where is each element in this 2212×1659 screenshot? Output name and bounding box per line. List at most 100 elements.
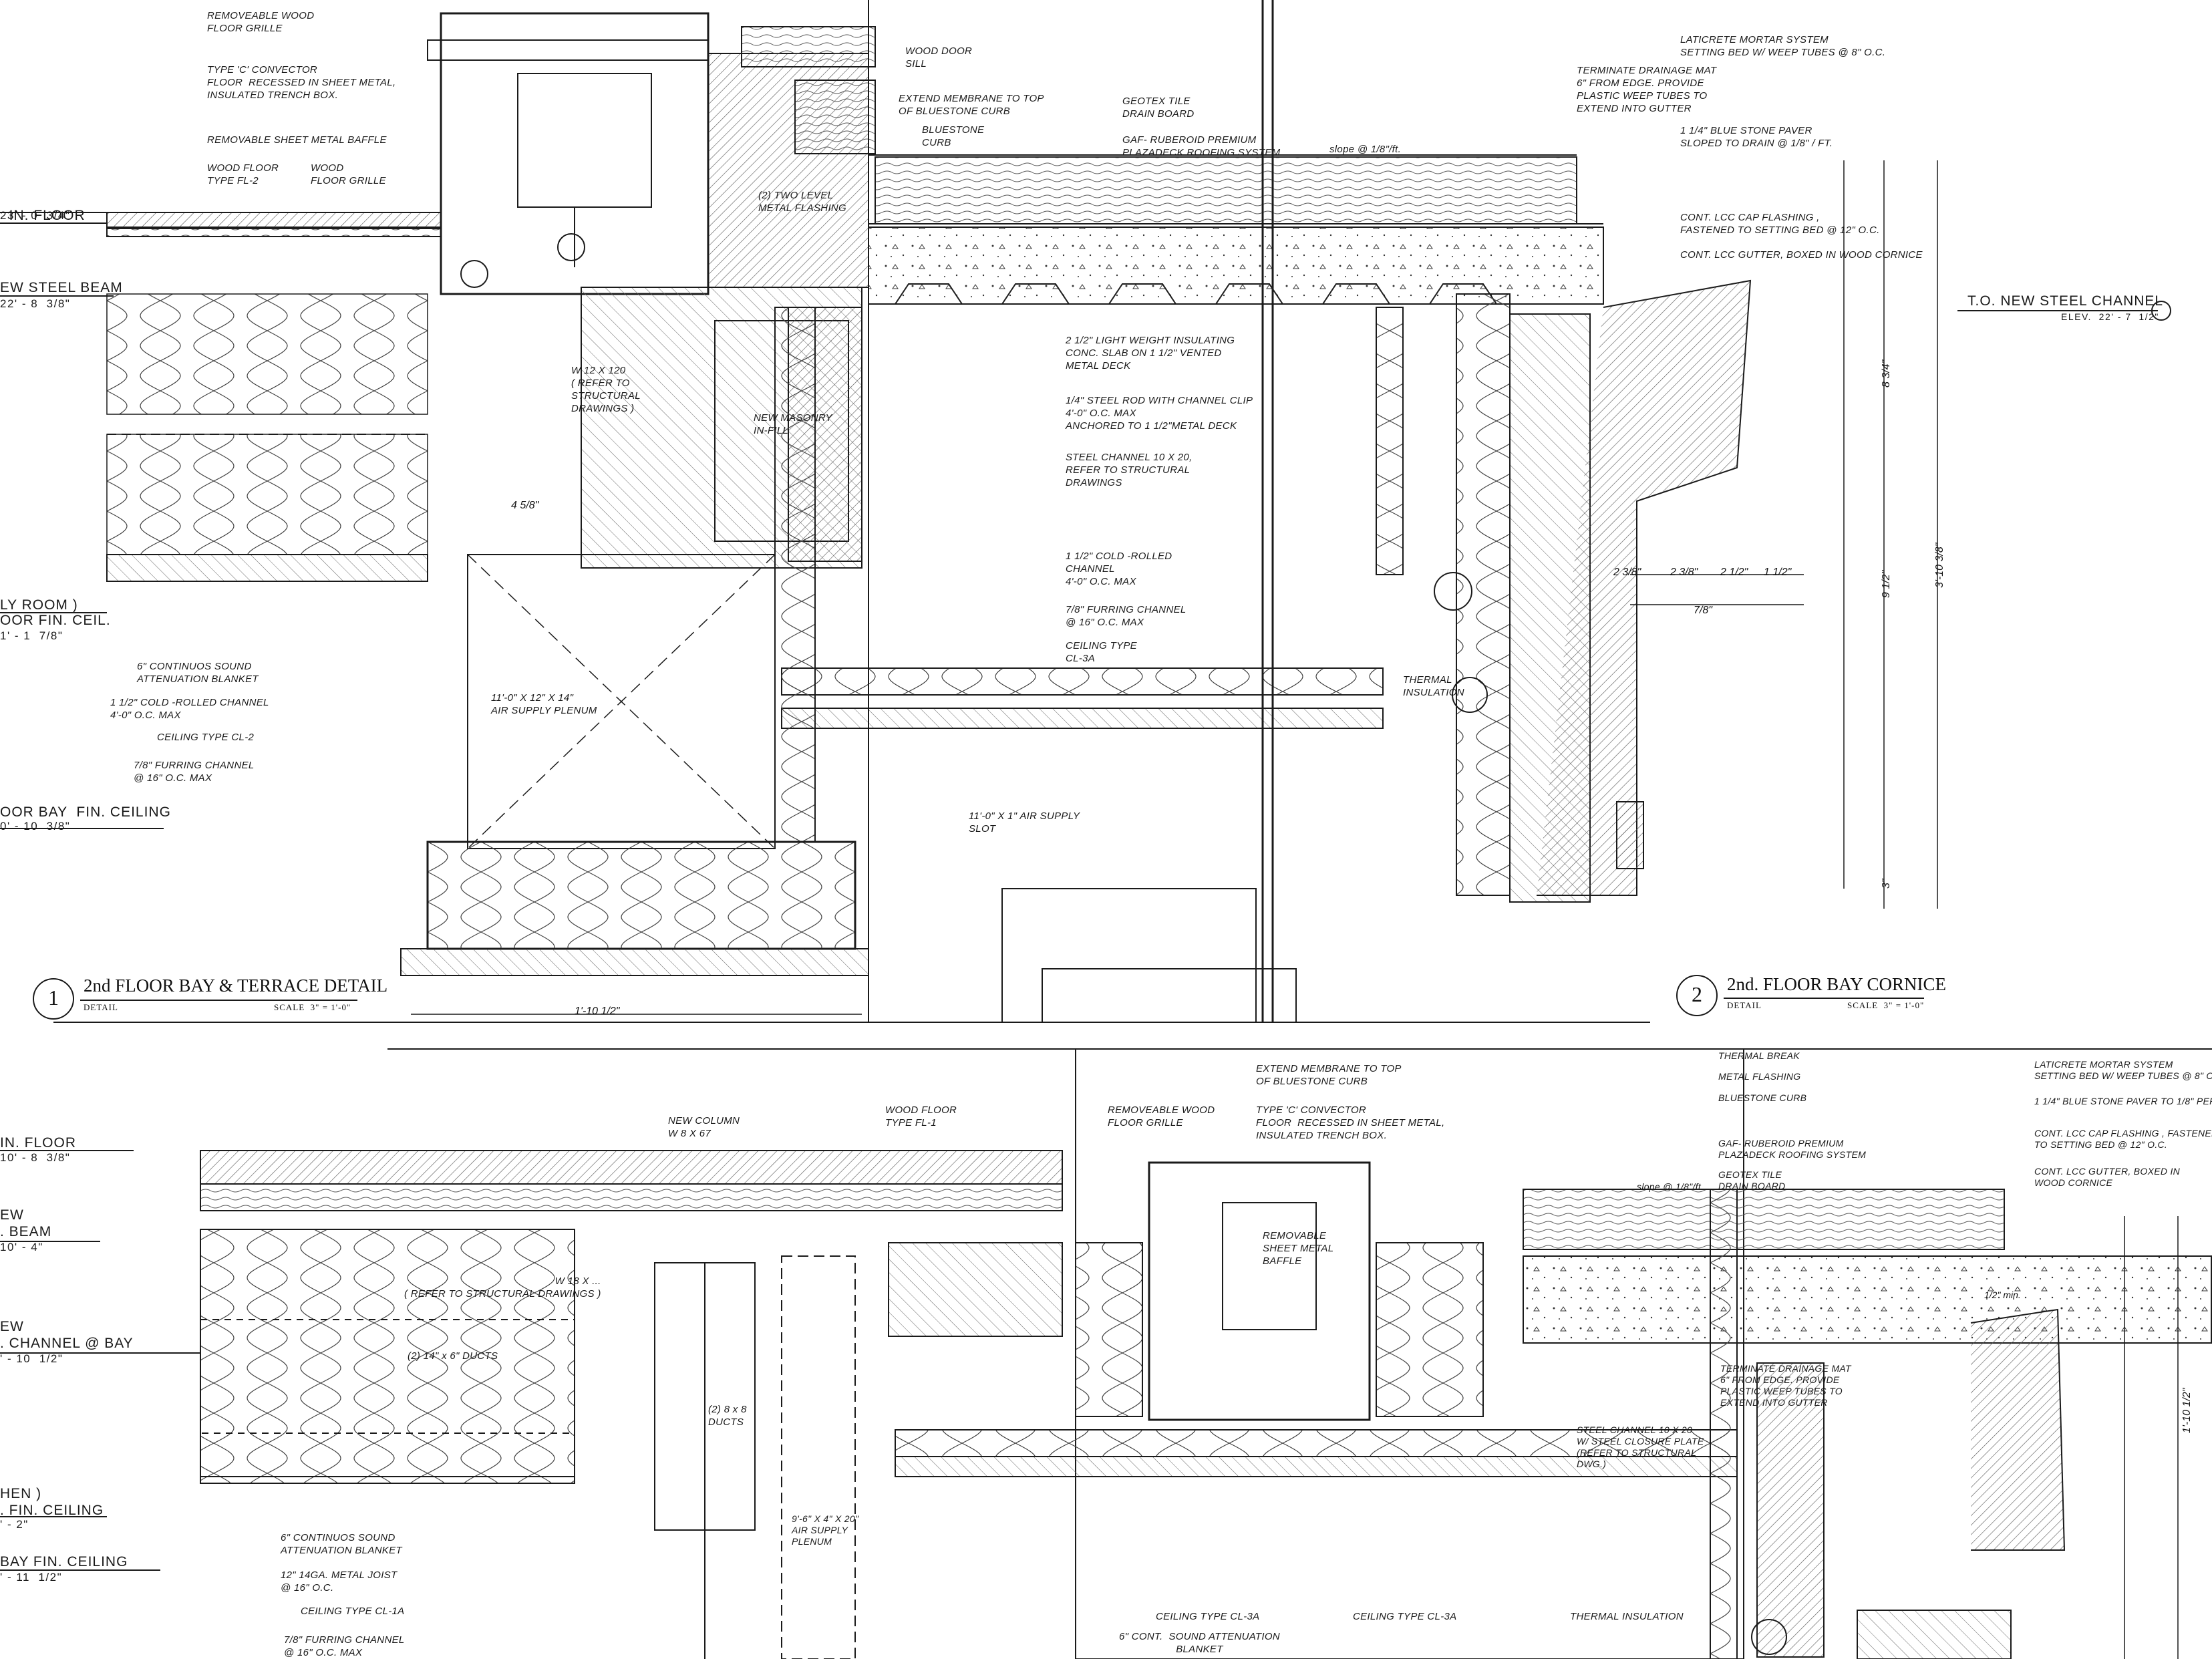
lower-detail-geometry bbox=[0, 1048, 2212, 1659]
dim-d2-total: 3'-10 3/8" bbox=[1934, 543, 1945, 588]
callout-terminate-mat: TERMINATE DRAINAGE MAT 6" FROM EDGE. PRO… bbox=[1577, 65, 1717, 114]
callout-conc-slab: 2 1/2" LIGHT WEIGHT INSULATING CONC. SLA… bbox=[1066, 335, 1235, 371]
lower-callout-ceiling-cl3a-2: CEILING TYPE CL-3A bbox=[1353, 1611, 1457, 1622]
level-bay-ceiling: OOR BAY FIN. CEILING bbox=[0, 804, 171, 820]
detail-1-kind: DETAIL bbox=[84, 1002, 118, 1012]
lower-callout-gaf: GAF- RUBEROID PREMIUM PLAZADECK ROOFING … bbox=[1718, 1138, 1867, 1160]
lower-callout-metal-joist: 12" 14GA. METAL JOIST @ 16" O.C. bbox=[281, 1569, 398, 1594]
lower-callout-thermal-insulation: THERMAL INSULATION bbox=[1570, 1611, 1684, 1622]
lower-level-channel-2: . CHANNEL @ BAY bbox=[0, 1336, 134, 1351]
dim-d1-width: 1'-10 1/2" bbox=[575, 1006, 620, 1017]
detail-2-scale: SCALE 3" = 1'-0" bbox=[1847, 1000, 1925, 1010]
callout-steel-channel: STEEL CHANNEL 10 X 20, REFER TO STRUCTUR… bbox=[1066, 452, 1193, 488]
lower-callout-steel-channel: STEEL CHANNEL 10 X 20 W/ STEEL CLOSURE P… bbox=[1577, 1424, 1704, 1469]
dim-lower-min: 1/2" min. bbox=[1984, 1290, 2021, 1300]
dim-d2-a: 2 3/8" bbox=[1613, 567, 1641, 578]
dim-d2-d: 1 1/2" bbox=[1764, 567, 1792, 578]
callout-two-level-flashing: (2) TWO LEVEL METAL FLASHING bbox=[758, 190, 847, 214]
callout-steel-rod: 1/4" STEEL ROD WITH CHANNEL CLIP 4'-0" O… bbox=[1066, 395, 1253, 432]
lower-level-beam-elev: 10' - 4" bbox=[0, 1241, 43, 1253]
lower-callout-removeable-grille: REMOVEABLE WOOD FLOOR GRILLE bbox=[1108, 1104, 1215, 1128]
callout-convector: TYPE 'C' CONVECTOR FLOOR RECESSED IN SHE… bbox=[207, 64, 396, 101]
detail-1-title: 2nd FLOOR BAY & TERRACE DETAIL bbox=[84, 975, 388, 996]
dim-d2-g: 9 1/2" bbox=[1881, 570, 1892, 598]
lower-callout-metal-flashing: METAL FLASHING bbox=[1718, 1071, 1801, 1082]
callout-slot: 11'-0" X 1" AIR SUPPLY SLOT bbox=[969, 810, 1080, 835]
callout-plenum: 11'-0" X 12" X 14" AIR SUPPLY PLENUM bbox=[491, 692, 597, 716]
lower-callout-w18: W 18 X ... ( REFER TO STRUCTURAL DRAWING… bbox=[404, 1275, 601, 1300]
lower-level-beam-2: . BEAM bbox=[0, 1224, 52, 1239]
lower-callout-laticrete: LATICRETE MORTAR SYSTEM SETTING BED W/ W… bbox=[2034, 1059, 2212, 1081]
level-bay-ceiling-elev: 0' - 10 3/8" bbox=[0, 820, 71, 833]
callout-new-masonry: NEW MASONRY IN-FILL bbox=[754, 412, 832, 436]
level-steel-channel-elev: ELEV. 22' - 7 1/2" bbox=[2061, 311, 2159, 322]
lower-callout-ducts-8: (2) 8 x 8 DUCTS bbox=[708, 1404, 747, 1428]
lower-callout-plenum: 9'-6" X 4" X 20" AIR SUPPLY PLENUM bbox=[792, 1513, 859, 1547]
lower-callout-furring: 7/8" FURRING CHANNEL @ 16" O.C. MAX bbox=[284, 1634, 405, 1658]
level-fin-floor: IN. FLOOR bbox=[9, 208, 86, 223]
lower-callout-terminate-mat: TERMINATE DRAINAGE MAT 6" FROM EDGE. PRO… bbox=[1720, 1363, 1851, 1408]
dim-d1-a: 4 5/8" bbox=[511, 500, 539, 511]
lower-level-bay-ceiling: BAY FIN. CEILING bbox=[0, 1554, 128, 1569]
lower-callout-new-column: NEW COLUMN W 8 X 67 bbox=[668, 1115, 740, 1139]
detail-1-number: 1 bbox=[48, 986, 59, 1010]
lower-callout-baffle: REMOVABLE SHEET METAL BAFFLE bbox=[1263, 1230, 1334, 1267]
detail-1-geometry bbox=[0, 0, 2158, 1023]
lower-callout-bluestone-curb: BLUESTONE CURB bbox=[1718, 1092, 1807, 1103]
lower-callout-sound-blanket: 6" CONTINUOS SOUND ATTENUATION BLANKET bbox=[281, 1532, 402, 1556]
lower-callout-ceiling-cl1a: CEILING TYPE CL-1A bbox=[301, 1606, 405, 1617]
callout-geotex: GEOTEX TILE DRAIN BOARD bbox=[1122, 96, 1195, 120]
callout-sound-blanket: 6" CONTINUOS SOUND ATTENUATION BLANKET bbox=[137, 661, 259, 685]
level-family-room-ceil: OOR FIN. CEIL. bbox=[0, 613, 111, 628]
lower-callout-extend-membrane: EXTEND MEMBRANE TO TOP OF BLUESTONE CURB bbox=[1256, 1063, 1402, 1087]
dim-lower-total: 1'-10 1/2" bbox=[2181, 1388, 2193, 1433]
level-family-room: LY ROOM ) bbox=[0, 597, 78, 613]
lower-callout-lcc-gutter: CONT. LCC GUTTER, BOXED IN WOOD CORNICE bbox=[2034, 1166, 2181, 1188]
lower-callout-ducts-14: (2) 14" x 6" DUCTS bbox=[408, 1350, 498, 1362]
callout-cold-rolled: 1 1/2" COLD -ROLLED CHANNEL 4'-0" O.C. M… bbox=[1066, 551, 1172, 587]
detail-2-kind: DETAIL bbox=[1727, 1000, 1762, 1010]
lower-level-kitchen-2: . FIN. CEILING bbox=[0, 1503, 104, 1518]
lower-callout-convector: TYPE 'C' CONVECTOR FLOOR RECESSED IN SHE… bbox=[1256, 1104, 1445, 1141]
callout-cold-rolled-2: 1 1/2" COLD -ROLLED CHANNEL 4'-0" O.C. M… bbox=[110, 697, 269, 721]
callout-ceiling-cl2: CEILING TYPE CL-2 bbox=[157, 732, 255, 743]
lower-level-channel: EW bbox=[0, 1319, 24, 1334]
callout-furring-2: 7/8" FURRING CHANNEL @ 16" O.C. MAX bbox=[134, 760, 255, 784]
callout-lcc-cap: CONT. LCC CAP FLASHING , FASTENED TO SET… bbox=[1680, 212, 1880, 236]
callout-blue-paver: 1 1/4" BLUE STONE PAVER SLOPED TO DRAIN … bbox=[1680, 125, 1833, 149]
level-family-room-elev: 1' - 1 7/8" bbox=[0, 629, 63, 642]
callout-w12: W 12 X 120 ( REFER TO STRUCTURAL DRAWING… bbox=[571, 365, 641, 414]
lower-level-fin-floor-elev: 10' - 8 3/8" bbox=[0, 1151, 71, 1164]
callout-bluestone-curb: BLUESTONE CURB bbox=[922, 124, 985, 148]
dim-d2-h: 3" bbox=[1881, 879, 1892, 889]
detail-circles bbox=[33, 301, 2171, 1020]
lower-callout-blue-paver: 1 1/4" BLUE STONE PAVER TO 1/8" PER FT. bbox=[2034, 1096, 2212, 1106]
lower-level-beam: EW bbox=[0, 1207, 24, 1223]
callout-lcc-gutter: CONT. LCC GUTTER, BOXED IN WOOD CORNICE bbox=[1680, 249, 1923, 261]
lower-callout-sound-blanket-2: 6" CONT. SOUND ATTENUATION BLANKET bbox=[1119, 1631, 1280, 1655]
lower-callout-slope: slope @ 1/8"/ft. bbox=[1637, 1181, 1704, 1192]
callout-extend-membrane: EXTEND MEMBRANE TO TOP OF BLUESTONE CURB bbox=[899, 93, 1044, 117]
dim-d2-c: 2 1/2" bbox=[1720, 567, 1748, 578]
callout-gaf: GAF- RUBEROID PREMIUM PLAZADECK ROOFING … bbox=[1122, 134, 1281, 158]
callout-wood-grille: WOOD FLOOR GRILLE bbox=[311, 162, 386, 186]
dim-d2-f: 8 3/4" bbox=[1881, 359, 1892, 388]
callout-ceiling-cl3a: CEILING TYPE CL-3A bbox=[1066, 640, 1137, 664]
lower-callout-lcc-cap: CONT. LCC CAP FLASHING , FASTENED TO SET… bbox=[2034, 1128, 2212, 1150]
lower-callout-wood-floor-fl1: WOOD FLOOR TYPE FL-1 bbox=[885, 1104, 957, 1128]
lower-callout-geotex: GEOTEX TILE DRAIN BOARD bbox=[1718, 1169, 1786, 1191]
level-steel-channel: T.O. NEW STEEL CHANNEL bbox=[1967, 293, 2164, 309]
callout-slope: slope @ 1/8"/ft. bbox=[1329, 144, 1402, 155]
lower-level-fin-floor: IN. FLOOR bbox=[0, 1135, 77, 1151]
level-fin-floor-elev: 23' - 0 3/4" bbox=[0, 209, 71, 222]
detail-1-scale: SCALE 3" = 1'-0" bbox=[274, 1002, 351, 1012]
callout-wood-floor-fl2: WOOD FLOOR TYPE FL-2 bbox=[207, 162, 279, 186]
detail-2-number: 2 bbox=[1692, 982, 1702, 1006]
level-steel-beam: EW STEEL BEAM bbox=[0, 280, 123, 295]
callout-sheet-baffle: REMOVABLE SHEET METAL BAFFLE bbox=[207, 134, 387, 146]
detail-2-title: 2nd. FLOOR BAY CORNICE bbox=[1727, 974, 1947, 994]
dim-d2-e: 7/8" bbox=[1694, 605, 1712, 616]
lower-level-channel-elev: ' - 10 1/2" bbox=[0, 1352, 63, 1365]
dim-d2-b: 2 3/8" bbox=[1670, 567, 1698, 578]
